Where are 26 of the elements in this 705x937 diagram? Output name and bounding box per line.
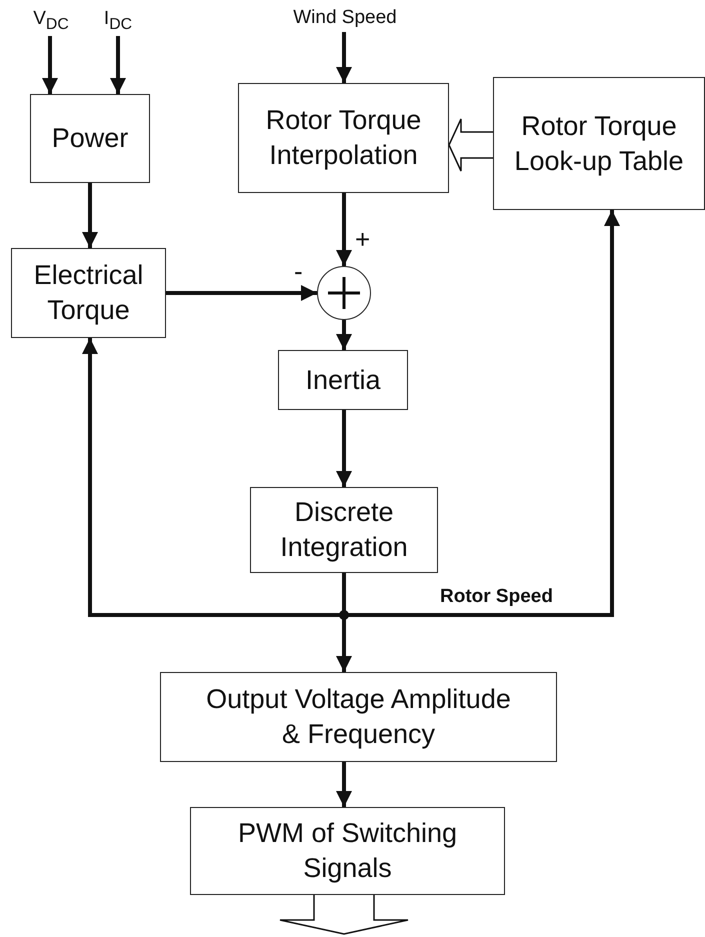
sign-label: + xyxy=(355,226,370,252)
process-box: Rotor Torque Interpolation xyxy=(238,83,449,193)
arrow xyxy=(82,183,98,248)
arrow xyxy=(336,32,352,83)
edge-label: Rotor Speed xyxy=(440,587,553,606)
arrow xyxy=(42,36,58,94)
arrow xyxy=(336,762,352,807)
summing-junction xyxy=(317,266,371,320)
arrow xyxy=(336,320,352,350)
hollow-arrow xyxy=(279,894,409,935)
process-box: Discrete Integration xyxy=(250,487,438,573)
sign-label: - xyxy=(294,258,303,284)
signal-label: V$_{DC}$ xyxy=(30,6,72,36)
process-box: Electrical Torque xyxy=(11,248,166,338)
process-box: Rotor Torque Look-up Table xyxy=(493,77,705,210)
process-box: Output Voltage Amplitude & Frequency xyxy=(160,672,557,762)
process-box: Inertia xyxy=(278,350,408,410)
arrow xyxy=(336,410,352,487)
hollow-arrow xyxy=(448,118,494,172)
arrow xyxy=(336,193,352,266)
arrow xyxy=(166,285,317,301)
signal-label: I$_{DC}$ xyxy=(100,6,136,36)
process-box: PWM of Switching Signals xyxy=(190,807,505,895)
process-box: Power xyxy=(30,94,150,183)
arrow xyxy=(110,36,126,94)
signal-label: Wind Speed xyxy=(280,4,410,32)
